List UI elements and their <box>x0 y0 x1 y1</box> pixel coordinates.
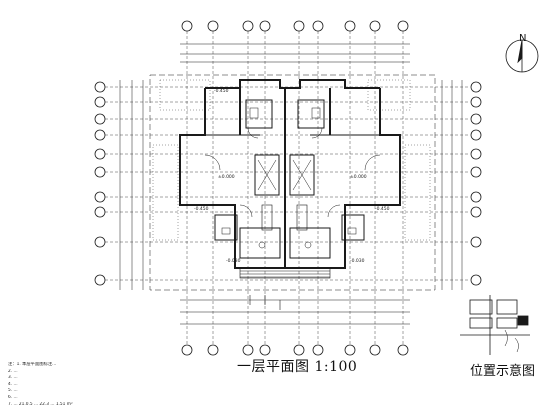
fixtures <box>221 107 357 249</box>
bottom-dimension-marks <box>249 295 281 310</box>
entrance-steps <box>239 267 331 279</box>
north-arrow-icon <box>505 39 539 73</box>
right-axis-grid <box>441 80 482 290</box>
bottom-axis-grid <box>180 299 410 356</box>
door-swings <box>204 127 381 218</box>
site-outline <box>149 74 436 291</box>
note-line: 5. ... <box>8 388 18 394</box>
elevation-label: -0.450 <box>375 206 390 212</box>
north-label: N <box>519 33 527 44</box>
note-line: 6. ... <box>8 394 18 400</box>
note-line: 3. ... <box>8 375 18 381</box>
drawing-title: 一层平面图 1:100 <box>237 359 358 375</box>
drawing-notes: 注：1. 本层平面图标注... 2. ... 3. ... 4. ... 5. … <box>8 362 338 408</box>
terrace-hatching <box>152 79 431 241</box>
interior-partitions <box>214 99 365 259</box>
note-line: 4. ... <box>8 381 18 387</box>
left-axis-grid <box>94 80 470 290</box>
note-line: 7. ... 21.0.5 ... 22.3 ... 1.51 m² <box>8 401 73 407</box>
location-key-plan <box>460 295 530 355</box>
elevation-label: -0.030 <box>226 258 241 264</box>
top-axis-grid <box>180 20 410 345</box>
location-plan-label: 位置示意图 <box>470 364 536 379</box>
elevation-label: -0.450 <box>214 88 229 94</box>
elevation-label: -0.030 <box>350 258 365 264</box>
note-line: 注：1. 本层平面图标注... <box>8 362 57 367</box>
elevation-label: -0.450 <box>194 206 209 212</box>
elevation-label: ±0.000 <box>218 174 235 180</box>
note-line: 2. ... <box>8 368 18 374</box>
elevation-label: ±0.000 <box>350 174 367 180</box>
